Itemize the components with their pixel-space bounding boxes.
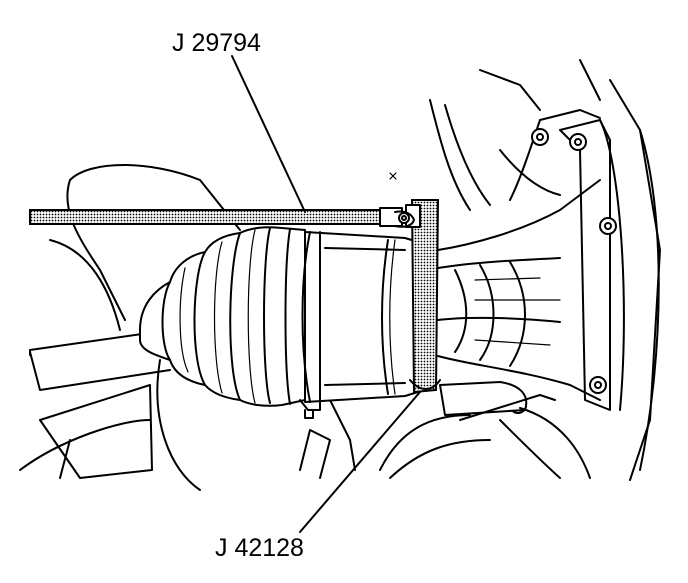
x-marker [389, 172, 397, 180]
tool-label-j29794: J 29794 [172, 29, 261, 57]
cv-joint-housing [299, 231, 419, 419]
lower-arm [379, 381, 591, 479]
cv-boot [139, 226, 306, 407]
steering-knuckle [429, 59, 661, 481]
bolts [509, 128, 617, 414]
tool-label-j42128: J 42128 [215, 534, 304, 562]
tool-bar [29, 207, 415, 228]
chassis-background [19, 164, 356, 491]
leader-lines [231, 55, 421, 533]
